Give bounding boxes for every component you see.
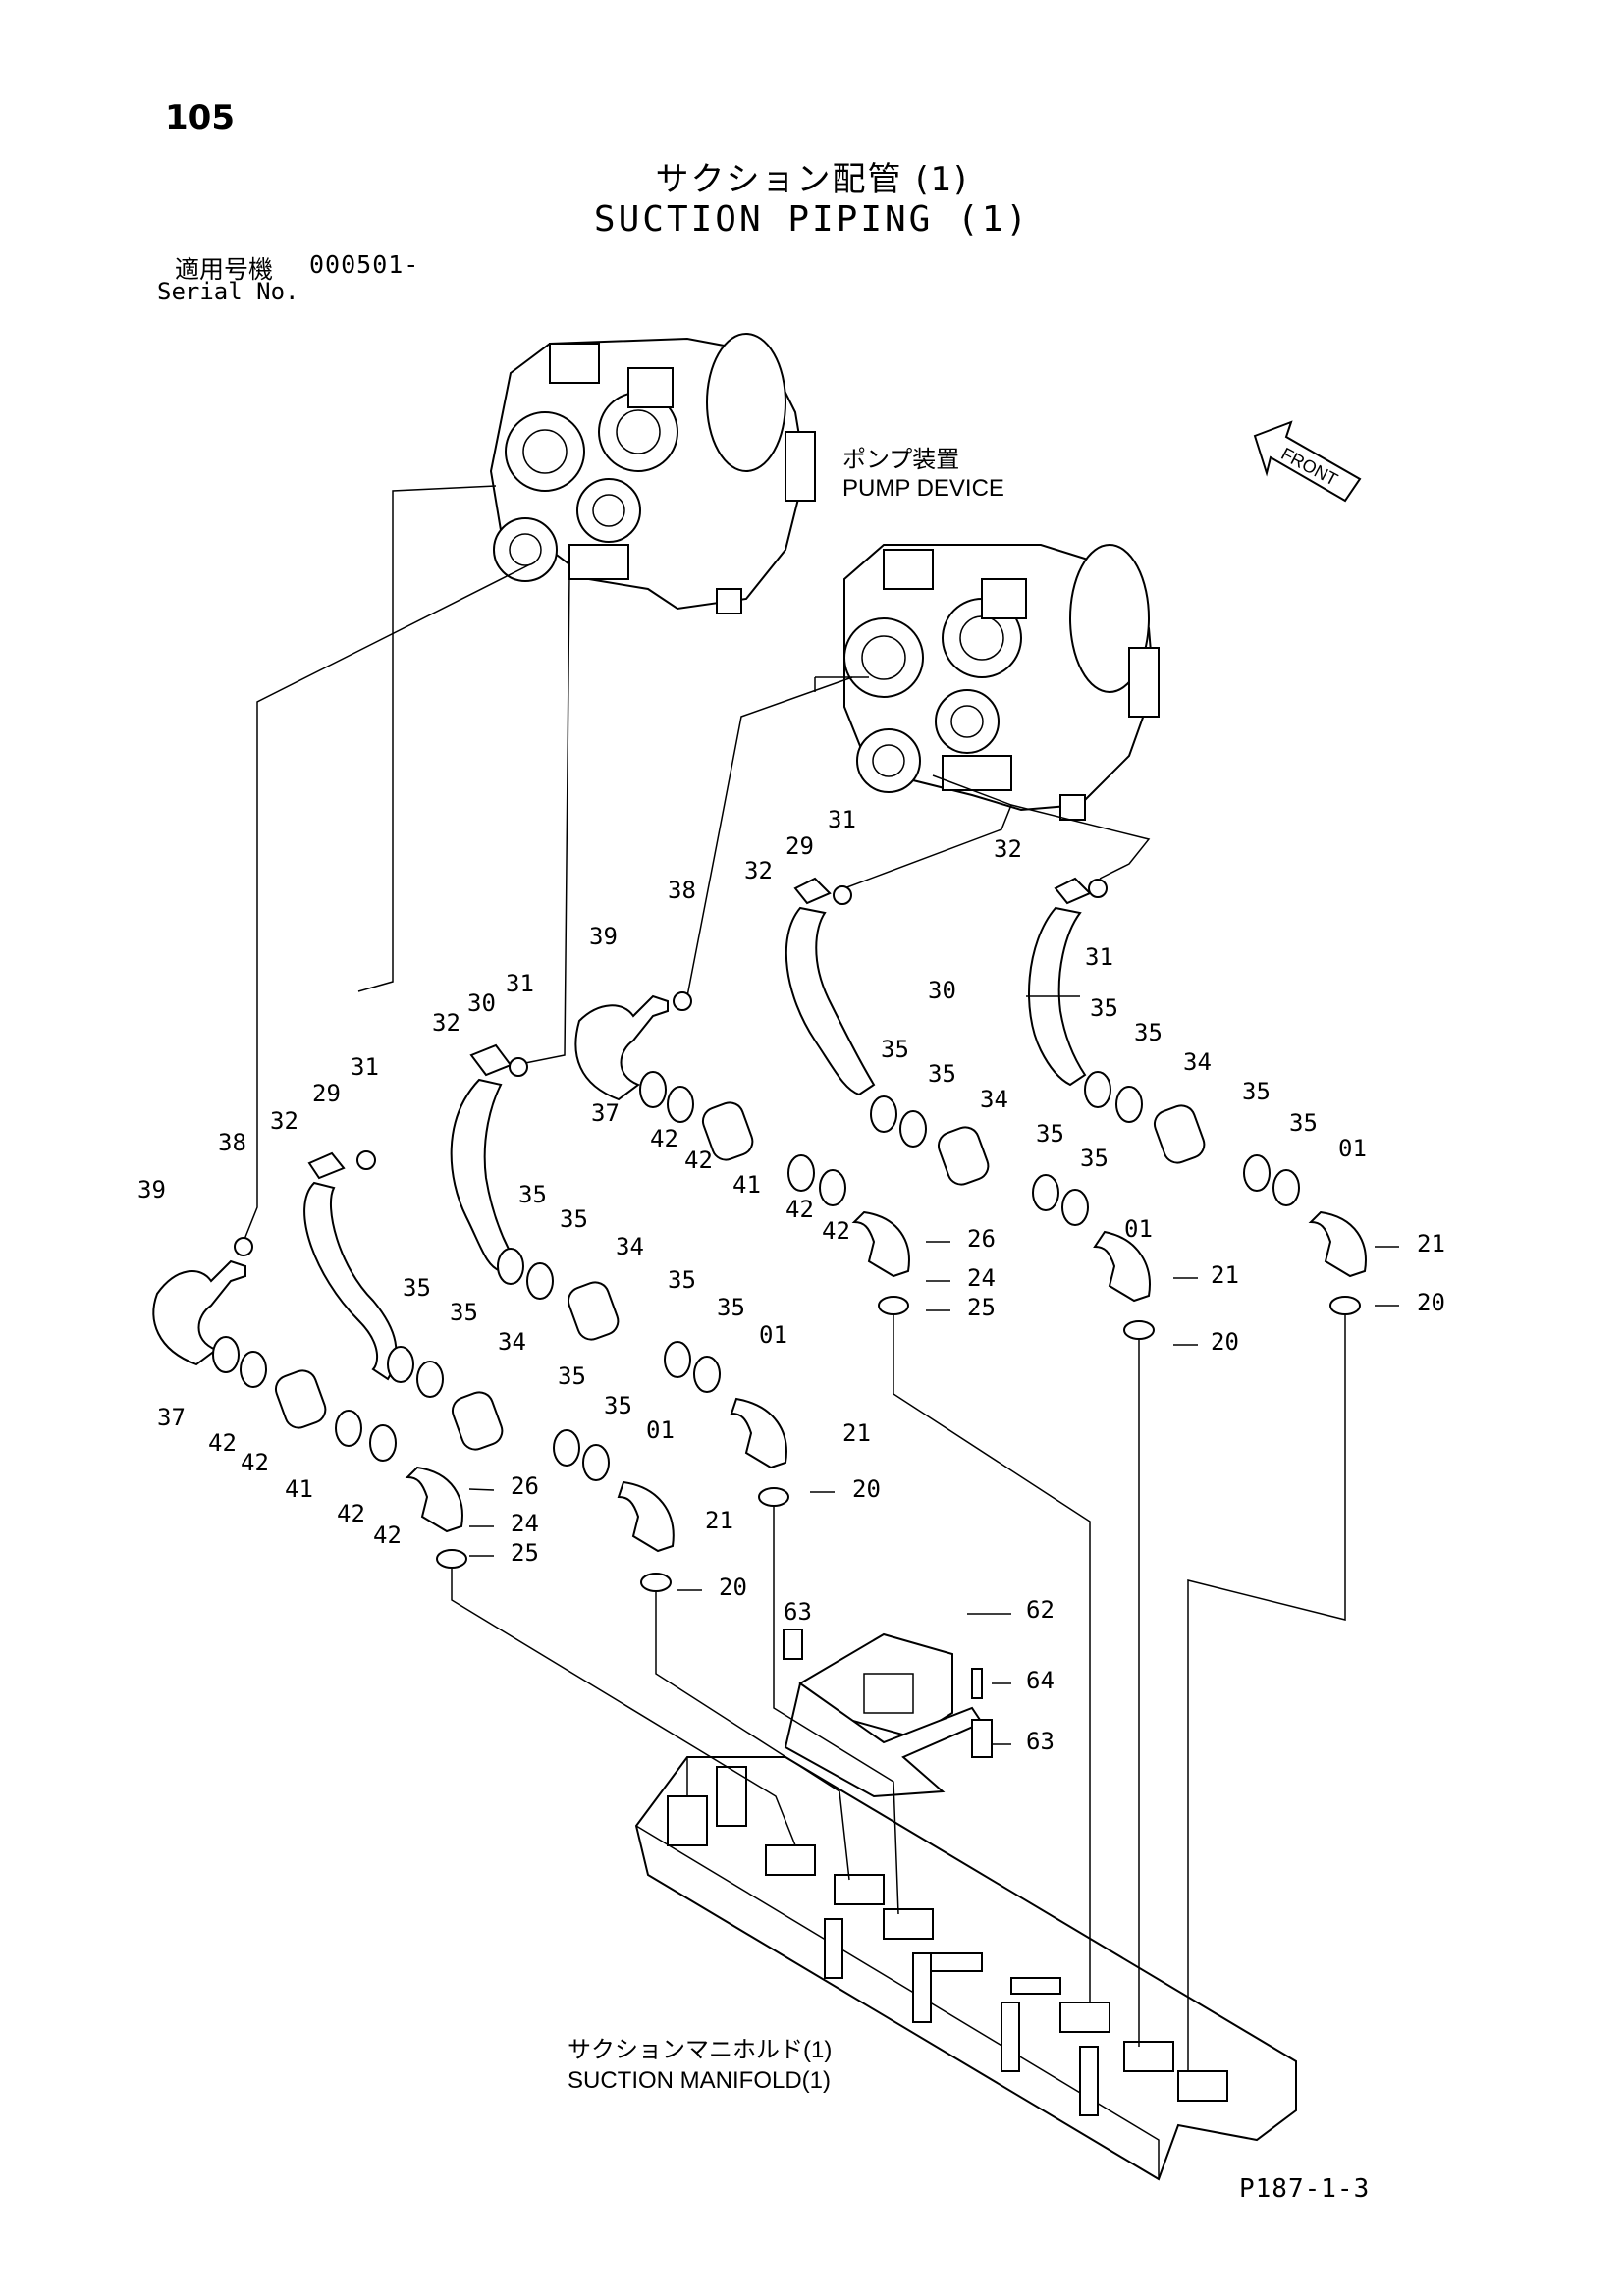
callout: 42 <box>373 1522 402 1549</box>
pump-device-label-en: PUMP DEVICE <box>842 475 1004 502</box>
callout: 31 <box>828 806 856 833</box>
callout: 31 <box>351 1053 379 1081</box>
callout: 25 <box>967 1294 996 1321</box>
callout: 42 <box>822 1217 850 1245</box>
callout: 32 <box>994 835 1022 863</box>
callout-labels: 38 39 32 29 31 37 42 42 41 42 42 26 24 2… <box>137 806 1445 1755</box>
callout: 41 <box>732 1171 761 1199</box>
callout: 42 <box>684 1147 713 1174</box>
callout: 35 <box>604 1392 632 1419</box>
callout: 35 <box>450 1299 478 1326</box>
pipe-bracket <box>783 1629 993 1798</box>
callout: 25 <box>511 1539 539 1567</box>
callout: 20 <box>852 1475 881 1503</box>
callout: 42 <box>241 1449 269 1476</box>
serial-number: 000501- <box>309 250 420 279</box>
callout: 31 <box>1085 943 1113 971</box>
callout: 01 <box>1338 1135 1367 1162</box>
callout: 63 <box>1026 1728 1055 1755</box>
callout: 62 <box>1026 1596 1055 1624</box>
pump-device-upper <box>489 333 816 614</box>
assembly-leader-lines <box>243 485 1151 1243</box>
left-assembly-parts <box>152 1043 675 1592</box>
manifold-label-ja: サクションマニホルド(1) <box>568 2037 833 2063</box>
callout: 32 <box>432 1009 460 1037</box>
callout: 32 <box>270 1107 298 1135</box>
callout: 24 <box>511 1510 539 1537</box>
page-title-ja: サクション配管 (1) <box>655 160 969 199</box>
callout: 35 <box>881 1036 909 1063</box>
callout: 01 <box>1124 1215 1153 1243</box>
callout: 21 <box>1211 1261 1239 1289</box>
callout: 34 <box>616 1233 644 1260</box>
callout: 37 <box>591 1099 620 1127</box>
callout: 29 <box>785 832 814 860</box>
callout: 20 <box>719 1574 747 1601</box>
callout: 35 <box>717 1294 745 1321</box>
page-number: 105 <box>165 98 235 137</box>
callout: 42 <box>208 1429 237 1457</box>
front-arrow-icon: FRONT <box>1253 420 1362 503</box>
callout: 41 <box>285 1475 313 1503</box>
drawing-code: P187-1-3 <box>1239 2174 1371 2204</box>
callout: 20 <box>1417 1289 1445 1316</box>
suction-manifold <box>634 1756 1297 2181</box>
pump-device-lower <box>814 544 1160 821</box>
pump-device-label-ja: ポンプ装置 <box>842 447 960 473</box>
callout: 35 <box>1289 1109 1318 1137</box>
callout: 37 <box>157 1404 186 1431</box>
callout: 35 <box>518 1181 547 1208</box>
callout: 21 <box>1417 1230 1445 1257</box>
middle-assembly-parts <box>497 991 910 1507</box>
callout: 35 <box>403 1274 431 1302</box>
callout: 35 <box>1036 1120 1064 1148</box>
callout: 39 <box>137 1176 166 1203</box>
callout: 39 <box>589 923 618 950</box>
callout: 64 <box>1026 1667 1055 1694</box>
callout: 26 <box>967 1225 996 1253</box>
callout: 35 <box>928 1060 956 1088</box>
callout: 32 <box>744 857 773 884</box>
callout: 38 <box>218 1129 246 1156</box>
callout: 34 <box>1183 1048 1212 1076</box>
callout: 34 <box>980 1086 1008 1113</box>
callout: 29 <box>312 1080 341 1107</box>
callout: 34 <box>498 1328 526 1356</box>
callout: 35 <box>1242 1078 1271 1105</box>
callout: 30 <box>928 977 956 1004</box>
callout: 31 <box>506 970 534 997</box>
callout: 35 <box>1080 1145 1109 1172</box>
manifold-label-en: SUCTION MANIFOLD(1) <box>568 2067 832 2094</box>
page-title: SUCTION PIPING (1) <box>593 199 1031 240</box>
callout: 01 <box>646 1416 675 1444</box>
callout: 42 <box>650 1125 678 1152</box>
callout: 20 <box>1211 1328 1239 1356</box>
callout: 24 <box>967 1264 996 1292</box>
callout: 21 <box>842 1419 871 1447</box>
serial-label-ja: 適用号機 <box>175 255 274 284</box>
callout: 30 <box>467 989 496 1017</box>
callout: 35 <box>558 1362 586 1390</box>
serial-label-en: Serial No. <box>157 278 299 305</box>
callout: 21 <box>705 1507 733 1534</box>
callout: 26 <box>511 1472 539 1500</box>
callout: 35 <box>1134 1019 1163 1046</box>
right-assembly-parts <box>785 877 1367 1340</box>
callout: 35 <box>1090 994 1118 1022</box>
callout-leaders <box>468 995 1399 1745</box>
manifold-connection-lines <box>451 1315 1346 2071</box>
callout: 38 <box>668 877 696 904</box>
callout: 01 <box>759 1321 787 1349</box>
callout: 63 <box>784 1598 812 1626</box>
callout: 35 <box>560 1205 588 1233</box>
callout: 42 <box>337 1500 365 1527</box>
callout: 42 <box>785 1196 814 1223</box>
callout: 35 <box>668 1266 696 1294</box>
